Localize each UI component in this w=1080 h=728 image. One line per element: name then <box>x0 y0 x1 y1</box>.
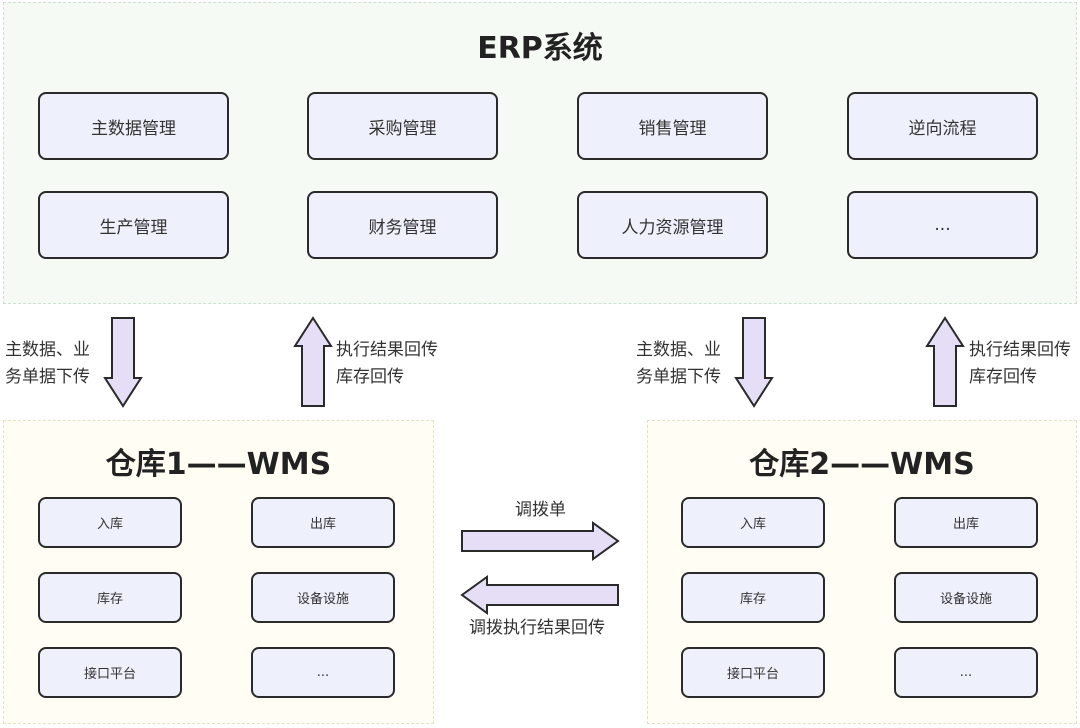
wh1-module-equipment: 设备设施 <box>251 572 395 623</box>
wh1-module-interface: 接口平台 <box>38 647 182 698</box>
erp-module-sales: 销售管理 <box>577 92 768 160</box>
wh2-module-inbound: 入库 <box>681 497 825 548</box>
down-arrow-wh1 <box>103 317 143 408</box>
wh2-module-more: ... <box>894 647 1038 698</box>
wh2-module-equipment: 设备设施 <box>894 572 1038 623</box>
wh1-module-outbound: 出库 <box>251 497 395 548</box>
erp-module-finance: 财务管理 <box>307 191 498 259</box>
up-label-wh2: 执行结果回传 库存回传 <box>969 337 1071 391</box>
erp-module-more: ... <box>847 191 1038 259</box>
warehouse2-title: 仓库2——WMS <box>749 447 975 482</box>
up-label-wh1-line1: 执行结果回传 <box>336 340 438 360</box>
down-arrow-wh2 <box>734 317 774 408</box>
down-label-wh1-line1: 主数据、业 <box>5 340 90 360</box>
transfer-result-arrow <box>460 575 619 615</box>
up-label-wh2-line2: 库存回传 <box>969 367 1037 387</box>
erp-title: ERP系统 <box>477 31 603 66</box>
wh2-module-outbound: 出库 <box>894 497 1038 548</box>
wh1-module-inbound: 入库 <box>38 497 182 548</box>
up-label-wh1-line2: 库存回传 <box>336 367 404 387</box>
transfer-result-label: 调拨执行结果回传 <box>469 618 605 638</box>
down-label-wh2-line1: 主数据、业 <box>636 340 721 360</box>
transfer-order-arrow <box>461 521 620 561</box>
erp-module-hr: 人力资源管理 <box>577 191 768 259</box>
erp-module-reverse-flow: 逆向流程 <box>847 92 1038 160</box>
erp-module-production: 生产管理 <box>38 191 229 259</box>
up-arrow-wh2 <box>925 316 965 407</box>
down-label-wh2-line2: 务单据下传 <box>636 367 721 387</box>
wh1-module-inventory: 库存 <box>38 572 182 623</box>
wh2-module-interface: 接口平台 <box>681 647 825 698</box>
wh2-module-inventory: 库存 <box>681 572 825 623</box>
wh1-module-more: ... <box>251 647 395 698</box>
erp-module-master-data: 主数据管理 <box>38 92 229 160</box>
transfer-order-label: 调拨单 <box>515 500 566 520</box>
up-arrow-wh1 <box>293 316 333 407</box>
up-label-wh1: 执行结果回传 库存回传 <box>336 337 438 391</box>
up-label-wh2-line1: 执行结果回传 <box>969 340 1071 360</box>
down-label-wh2: 主数据、业 务单据下传 <box>636 337 721 391</box>
down-label-wh1-line2: 务单据下传 <box>5 367 90 387</box>
erp-module-procurement: 采购管理 <box>307 92 498 160</box>
warehouse1-title: 仓库1——WMS <box>105 447 332 482</box>
down-label-wh1: 主数据、业 务单据下传 <box>5 337 90 391</box>
